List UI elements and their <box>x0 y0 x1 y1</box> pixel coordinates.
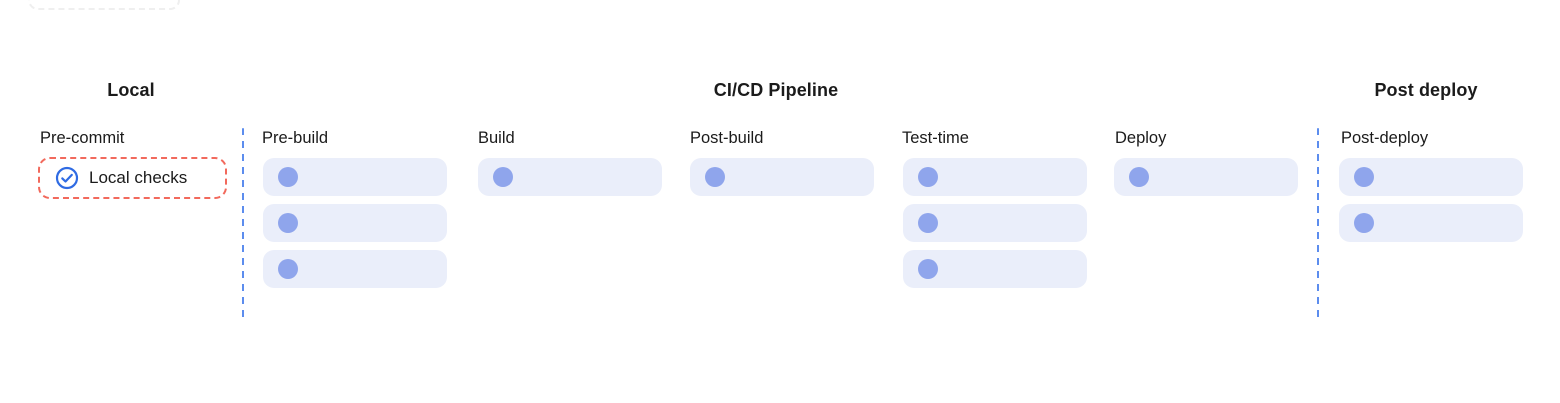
separator-cicd-postdeploy <box>1317 128 1319 318</box>
cutoff-element-top <box>28 0 180 10</box>
column-label-deploy: Deploy <box>1115 129 1167 147</box>
column-label-post-build: Post-build <box>690 129 764 147</box>
pill-column-post-build <box>690 158 874 196</box>
pipeline-step-pill <box>478 158 662 196</box>
pill-column-deploy <box>1114 158 1298 196</box>
pipeline-step-pill <box>690 158 874 196</box>
pill-column-build <box>478 158 662 196</box>
pipeline-step-pill <box>263 250 447 288</box>
pill-column-test-time <box>903 158 1087 288</box>
step-dot-icon <box>278 167 298 187</box>
step-dot-icon <box>918 259 938 279</box>
local-checks-chip: Local checks <box>38 157 227 199</box>
section-title-local: Local <box>107 80 155 100</box>
pipeline-step-pill <box>1339 158 1523 196</box>
step-dot-icon <box>705 167 725 187</box>
step-dot-icon <box>1129 167 1149 187</box>
pipeline-step-pill <box>903 204 1087 242</box>
pipeline-step-pill <box>1114 158 1298 196</box>
step-dot-icon <box>918 167 938 187</box>
separator-local-cicd <box>242 128 244 318</box>
column-label-build: Build <box>478 129 515 147</box>
pill-column-pre-build <box>263 158 447 288</box>
section-title-cicd-pipeline: CI/CD Pipeline <box>713 80 839 100</box>
local-checks-label: Local checks <box>89 168 188 187</box>
step-dot-icon <box>1354 213 1374 233</box>
pipeline-step-pill <box>263 158 447 196</box>
pill-column-post-deploy <box>1339 158 1523 242</box>
step-dot-icon <box>278 213 298 233</box>
section-title-post-deploy: Post deploy <box>1374 80 1478 100</box>
step-dot-icon <box>278 259 298 279</box>
step-dot-icon <box>918 213 938 233</box>
column-label-post-deploy: Post-deploy <box>1341 129 1429 147</box>
pipeline-step-pill <box>903 158 1087 196</box>
check-circle-icon <box>55 166 79 190</box>
step-dot-icon <box>1354 167 1374 187</box>
column-label-test-time: Test-time <box>902 129 969 147</box>
pipeline-step-pill <box>1339 204 1523 242</box>
column-label-pre-commit: Pre-commit <box>40 129 125 147</box>
step-dot-icon <box>493 167 513 187</box>
pipeline-step-pill <box>263 204 447 242</box>
column-label-pre-build: Pre-build <box>262 129 329 147</box>
pipeline-step-pill <box>903 250 1087 288</box>
